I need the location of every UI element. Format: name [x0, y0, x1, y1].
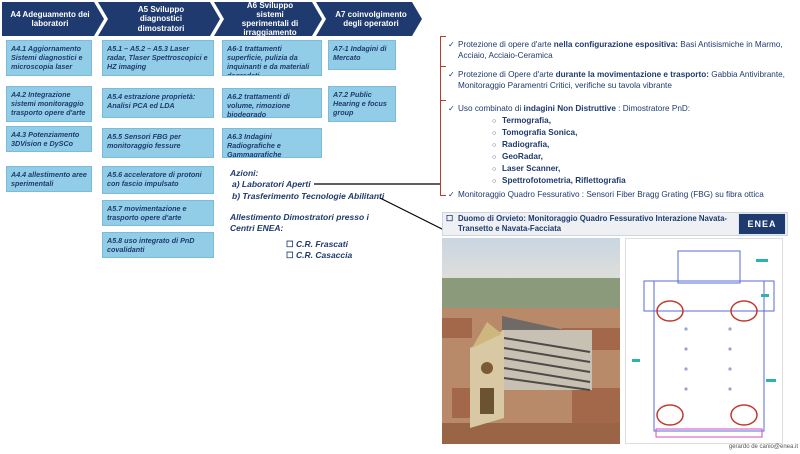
- header-a7: A7 coinvolgimento degli operatori: [316, 2, 422, 36]
- red-bracket-bottom: [440, 195, 446, 196]
- technique-6-label: Spettrofotometria, Riflettografia: [502, 176, 626, 185]
- box-a6-2: A6.2 trattamenti di volume, rimozione bi…: [222, 88, 322, 118]
- bullet-icon: ○: [492, 142, 497, 149]
- centro-casaccia-label: C.R. Casaccia: [295, 250, 353, 261]
- plan-columns: [684, 327, 732, 391]
- point-transport: ✓ Protezione di Opere d'arte durante la …: [448, 70, 788, 91]
- box-a4-3: A4.3 Potenziamento 3DVision e DySCo: [6, 126, 92, 152]
- point-exhibition-bold: nella configurazione espositiva:: [553, 40, 678, 49]
- point-transport-pre: Protezione di Opere d'arte: [458, 70, 556, 79]
- credit-email: gerardo de canio@enea.it: [728, 444, 798, 450]
- point-transport-bold: durante la movimentazione e trasporto:: [555, 70, 709, 79]
- bullet-icon: ○: [492, 166, 497, 173]
- header-a4-label: A4 Adeguamento dei laboratori: [10, 9, 90, 28]
- case-study-title: ☐ Duomo di Orvieto: Monitoraggio Quadro …: [446, 214, 728, 234]
- action-b: b) Trasferimento Tecnologie Abilitanti: [232, 190, 385, 201]
- bullet-icon: ○: [492, 154, 497, 161]
- point-fbg-label: Monitoraggio Quadro Fessurativo : Sensor…: [458, 190, 764, 199]
- enea-logo-text: ENEA: [747, 219, 777, 229]
- cathedral-facade: [470, 330, 504, 428]
- header-a5-label: A5 Sviluppo diagnostici dimostratori: [137, 5, 185, 33]
- box-a5-5: A5.7 movimentazione e trasporto opere d'…: [102, 200, 214, 226]
- plan-annotations: [632, 259, 776, 382]
- box-a7-1: A7-1 Indagini di Mercato: [328, 40, 396, 70]
- red-bracket-tick-1: [440, 66, 446, 67]
- bullet-icon: ○: [492, 118, 497, 125]
- technique-5: ○ Laser Scanner,: [492, 164, 560, 173]
- centro-frascati-label: C.R. Frascati: [295, 238, 348, 249]
- box-a4-2: A4.2 Integrazione sistemi monitoraggio t…: [6, 86, 92, 122]
- cathedral-photo-svg: [442, 238, 620, 444]
- technique-1-label: Termografia,: [502, 116, 551, 125]
- check-icon: ✓: [448, 104, 455, 113]
- facade-gable: [472, 322, 502, 348]
- header-a6-label: A6 Sviluppo sistemi sperimentali di irra…: [241, 0, 299, 38]
- red-bracket-tick-2: [440, 100, 446, 101]
- technique-5-label: Laser Scanner,: [502, 164, 561, 173]
- box-a7-2: A7.2 Public Hearing e focus group: [328, 86, 396, 122]
- technique-3: ○ Radiografia,: [492, 140, 549, 149]
- box-a5-3: A5.5 Sensori FBG per monitoraggio fessur…: [102, 128, 214, 158]
- box-a6-3: A6.3 Indagini Radiografiche e Gammagrafi…: [222, 128, 322, 158]
- red-bracket-top: [440, 36, 446, 37]
- actions-block: Azioni: a) Laboratori Aperti b) Trasferi…: [230, 168, 410, 202]
- actions-title: Azioni:: [230, 168, 259, 178]
- box-a4-1: A4.1 Aggiornamento Sistemi diagnostici e…: [6, 40, 92, 76]
- rose-window: [481, 362, 493, 374]
- box-a5-1: A5.1 – A5.2 – A5.3 Laser radar, Tlaser S…: [102, 40, 214, 76]
- point-exhibition: ✓ Protezione di opere d'arte nella confi…: [448, 40, 788, 61]
- box-a5-2: A5.4 estrazione proprietà: Analisi PCA e…: [102, 88, 214, 118]
- point-ndt: ✓ Uso combinato di indagini Non Distrutt…: [448, 104, 788, 115]
- technique-4: ○ GeoRadar,: [492, 152, 543, 161]
- point-fbg: ✓ Monitoraggio Quadro Fessurativo : Sens…: [448, 190, 788, 201]
- floor-plan-svg: [632, 250, 776, 438]
- case-study-bar: [442, 212, 788, 236]
- header-a6: A6 Sviluppo sistemi sperimentali di irra…: [214, 2, 322, 36]
- plan-outline: [643, 250, 775, 438]
- box-a5-4: A5.6 acceleratore di protoni con fascio …: [102, 166, 214, 194]
- case-study-title-text: Duomo di Orvieto: Monitoraggio Quadro Fe…: [458, 214, 728, 234]
- centri-title: Allestimento Dimostratori presso i Centr…: [230, 212, 369, 234]
- point-exhibition-post: Basi Antisismiche in Marmo, Acciaio, Acc…: [458, 40, 783, 60]
- technique-2: ○ Tomografia Sonica,: [492, 128, 577, 137]
- header-a7-label: A7 coinvolgimento degli operatori: [335, 9, 407, 28]
- check-icon: ✓: [448, 40, 455, 49]
- technique-6: ○ Spettrofotometria, Riflettografia: [492, 176, 626, 185]
- header-a4: A4 Adeguamento dei laboratori: [2, 2, 104, 36]
- facade-door: [480, 388, 494, 414]
- point-ndt-pre: Uso combinato di: [458, 104, 524, 113]
- connector-line-b: [379, 197, 449, 233]
- box-a5-6: A5.8 uso integrato di PnD covalidanti: [102, 232, 214, 258]
- technique-4-label: GeoRadar,: [502, 152, 543, 161]
- header-a5: A5 Sviluppo diagnostici dimostratori: [98, 2, 220, 36]
- checkbox-icon: ☐: [286, 250, 296, 261]
- checkbox-icon: ☐: [286, 238, 296, 249]
- red-bracket: [440, 36, 441, 196]
- checkbox-icon: ☐: [446, 214, 453, 223]
- point-transport-post: Gabbia Antivibrante, Monitoraggio Parame…: [458, 70, 785, 90]
- box-a4-4: A4.4 allestimento aree sperimentali: [6, 166, 92, 192]
- check-icon: ✓: [448, 190, 455, 199]
- action-a: a) Laboratori Aperti: [232, 179, 311, 190]
- nave-stripes: [503, 337, 591, 391]
- point-exhibition-pre: Protezione di opere d'arte: [458, 40, 554, 49]
- centri-block: Allestimento Dimostratori presso i Centr…: [230, 212, 380, 262]
- centro-casaccia: ☐ C.R. Casaccia: [230, 250, 380, 261]
- cathedral-floor-plan: [625, 238, 783, 444]
- point-ndt-bold: indagini Non Distruttive: [523, 104, 616, 113]
- bullet-icon: ○: [492, 130, 497, 137]
- cathedral-photo: [442, 238, 620, 444]
- check-icon: ✓: [448, 70, 455, 79]
- centro-frascati: ☐ C.R. Frascati: [230, 239, 380, 250]
- point-ndt-post: : Dimostratore PnD:: [615, 104, 691, 113]
- plan-highlights: [656, 300, 758, 426]
- technique-2-label: Tomografia Sonica,: [502, 128, 578, 137]
- technique-3-label: Radiografia,: [502, 140, 550, 149]
- enea-logo: ENEA: [738, 213, 786, 235]
- box-a6-1: A6-1 trattamenti superficie, pulizia da …: [222, 40, 322, 76]
- bullet-icon: ○: [492, 178, 497, 185]
- technique-1: ○ Termografia,: [492, 116, 551, 125]
